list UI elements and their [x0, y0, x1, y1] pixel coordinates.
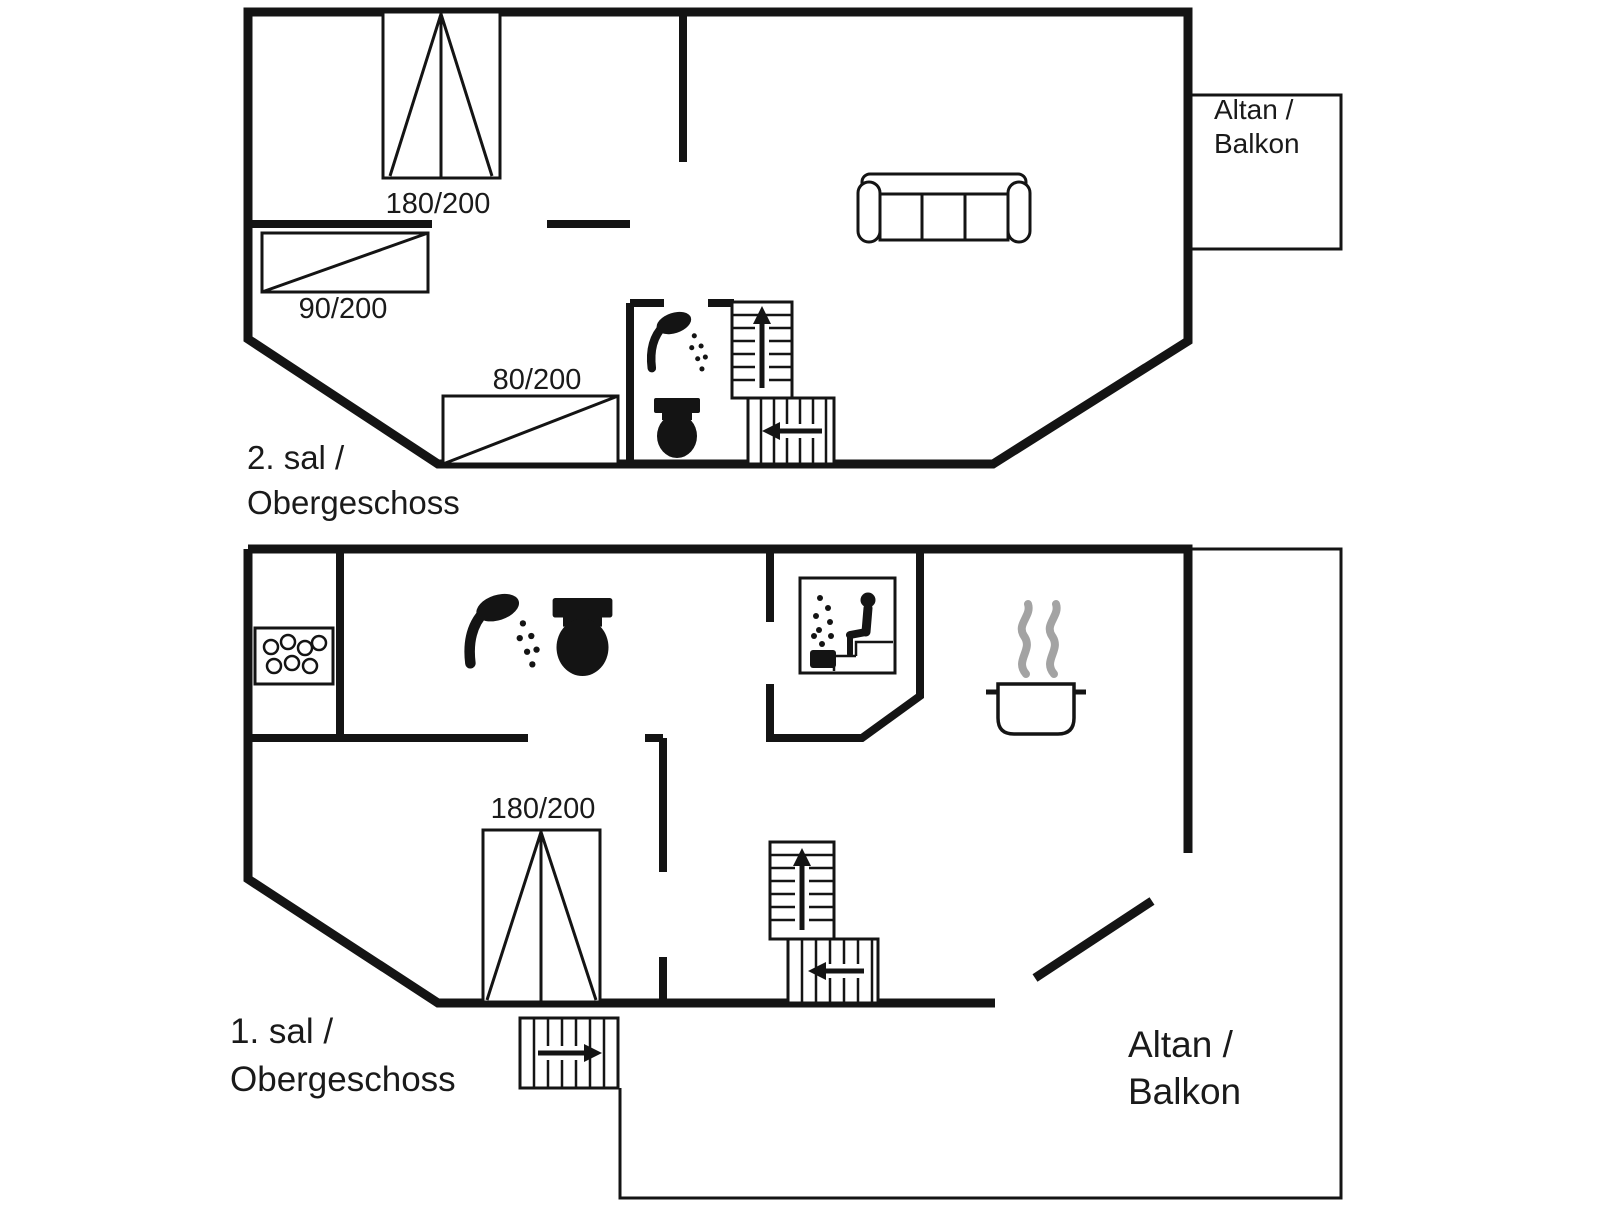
shower-icon — [470, 589, 540, 668]
external-stairs-icon — [518, 1016, 620, 1090]
cooking-pot-icon — [986, 682, 1086, 736]
shower-icon — [651, 308, 708, 372]
lower-bed-double-label: 180/200 — [491, 793, 596, 825]
upper-floor-label-line1: 2. sal / — [247, 439, 345, 476]
upper-floor-label-line2: Obergeschoss — [247, 484, 460, 521]
upper-floor-plan: 180/200 90/200 80/200 — [243, 7, 1343, 521]
toilet-icon — [552, 598, 613, 676]
upper-balcony-label-line2: Balkon — [1214, 128, 1300, 159]
upper-bed-small-label: 80/200 — [493, 364, 582, 396]
lower-balcony-outline — [618, 547, 1343, 1200]
sofa-icon — [856, 172, 1032, 244]
upper-bed-small-symbol — [441, 394, 620, 466]
lower-floor-plan: 180/200 1. sal / Obergeschoss — [230, 544, 1343, 1200]
upper-bed-double-label: 180/200 — [386, 188, 491, 220]
lower-balcony-label-line2: Balkon — [1128, 1071, 1241, 1112]
upper-bed-single-label: 90/200 — [299, 293, 388, 325]
lower-sauna-room-wall — [766, 549, 924, 742]
stairs-up-arrow-icon — [768, 840, 836, 941]
stairs-up-arrow-icon — [730, 300, 794, 400]
upper-bathroom-wall — [626, 299, 734, 464]
lower-outer-wall-diagonal — [1032, 897, 1155, 982]
toilet-icon — [654, 398, 700, 458]
lower-outer-wall-bottom-left — [243, 549, 995, 1008]
upper-balcony-outline — [1188, 93, 1343, 251]
stairs-side-arrow-icon — [786, 937, 880, 1005]
stairs-side-arrow-icon — [746, 396, 836, 466]
upper-bed-single-symbol — [260, 231, 430, 294]
sauna-icon — [798, 576, 897, 675]
lower-floor-label-line2: Obergeschoss — [230, 1060, 456, 1099]
lower-bed-double-symbol — [481, 828, 602, 1004]
upper-balcony-label-line1: Altan / — [1214, 94, 1294, 125]
washbasin-icon — [253, 626, 335, 686]
upper-outer-wall — [243, 7, 1193, 469]
lower-balcony-label-line1: Altan / — [1128, 1024, 1234, 1065]
steam-icon — [1017, 600, 1061, 678]
upper-bed-double-symbol — [381, 10, 502, 180]
lower-floor-label-line1: 1. sal / — [230, 1012, 333, 1051]
